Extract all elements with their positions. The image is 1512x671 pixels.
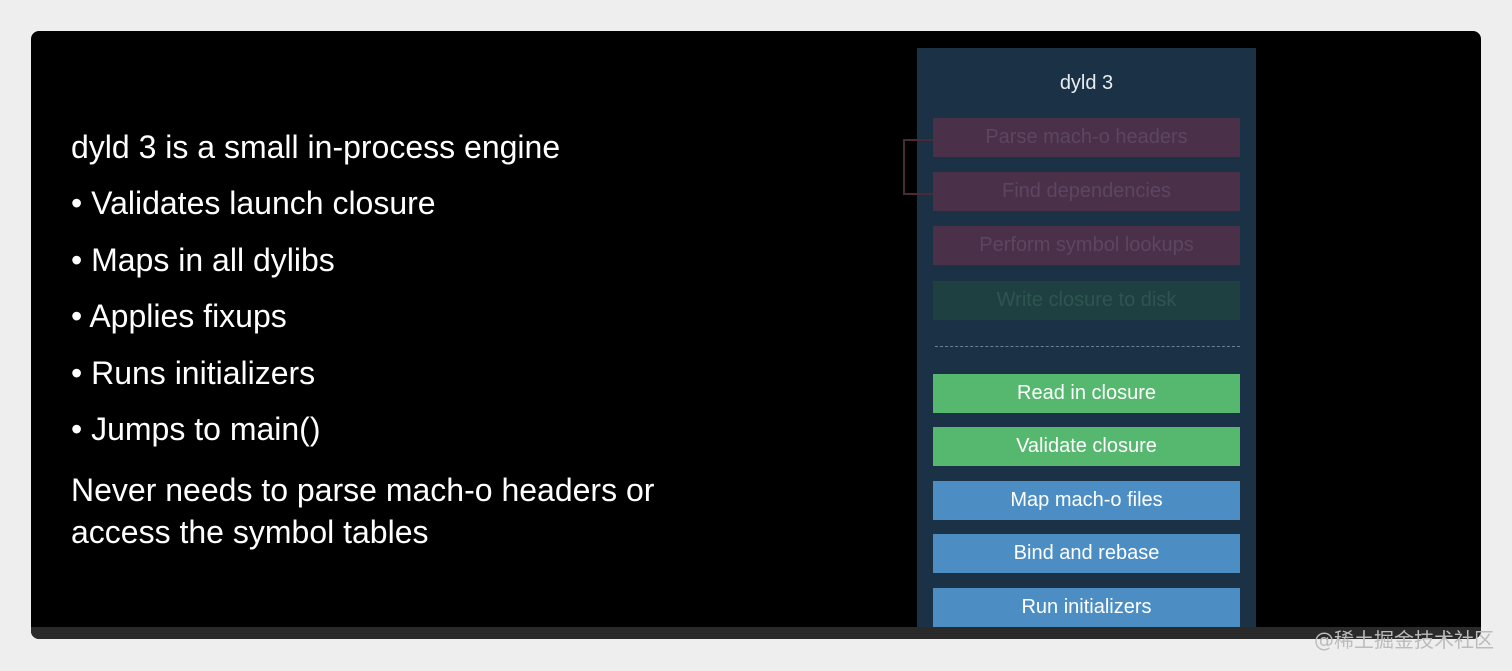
loop-arrow-icon bbox=[903, 139, 933, 195]
bullet-item: • Applies fixups bbox=[71, 298, 287, 334]
slide-frame: dyld 3 is a small in-process engine • Va… bbox=[31, 31, 1481, 639]
bullet-item: • Runs initializers bbox=[71, 354, 316, 391]
step-validate-closure: Validate closure bbox=[933, 427, 1240, 466]
summary-line: Never needs to parse mach-o headers or bbox=[71, 472, 655, 508]
step-map-files: Map mach-o files bbox=[933, 481, 1240, 520]
slide-text-block: dyld 3 is a small in-process engine • Va… bbox=[71, 127, 654, 553]
dashed-divider bbox=[935, 346, 1240, 347]
step-parse-headers: Parse mach-o headers bbox=[933, 118, 1240, 157]
step-read-closure: Read in closure bbox=[933, 374, 1240, 413]
watermark-text: @稀土掘金技术社区 bbox=[1314, 628, 1494, 652]
step-find-dependencies: Find dependencies bbox=[933, 172, 1240, 211]
summary-line: access the symbol tables bbox=[71, 514, 429, 550]
slide-headline: dyld 3 is a small in-process engine bbox=[71, 129, 561, 165]
step-write-closure: Write closure to disk bbox=[933, 281, 1240, 320]
video-control-bar bbox=[31, 627, 1481, 639]
dyld3-panel: dyld 3 Parse mach-o headers Find depende… bbox=[903, 48, 1256, 639]
bullet-item: • Validates launch closure bbox=[71, 185, 436, 221]
step-bind-rebase: Bind and rebase bbox=[933, 534, 1240, 573]
bullet-item: • Jumps to main() bbox=[71, 411, 321, 447]
bullet-item: • Maps in all dylibs bbox=[71, 241, 335, 278]
step-run-initializers: Run initializers bbox=[933, 588, 1240, 627]
panel-title: dyld 3 bbox=[1059, 72, 1114, 94]
slide-summary: Never needs to parse mach-o headers or a… bbox=[71, 469, 654, 553]
step-symbol-lookups: Perform symbol lookups bbox=[933, 226, 1240, 265]
